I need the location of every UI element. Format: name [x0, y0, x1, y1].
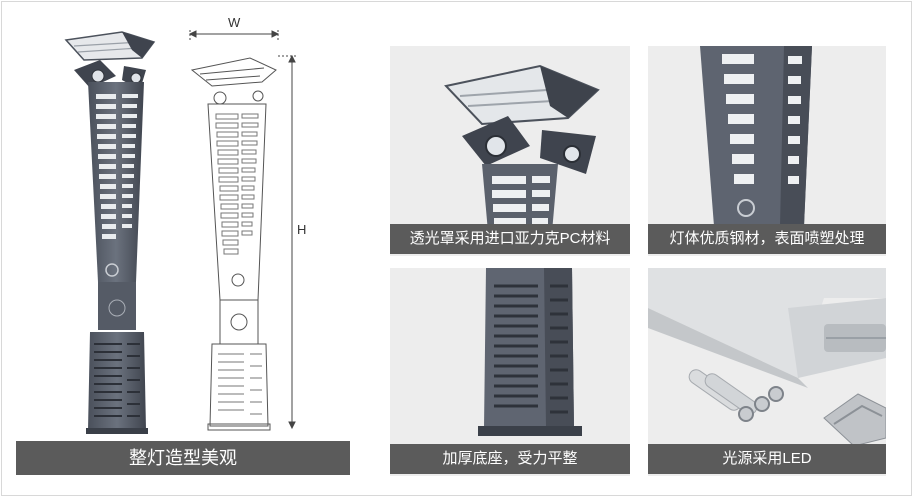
caption-led: 光源采用LED — [648, 444, 886, 474]
lamp-head-image — [444, 64, 600, 232]
main-product-area — [14, 10, 364, 438]
height-dimension — [278, 54, 296, 430]
width-label: W — [228, 15, 241, 30]
caption-body: 灯体优质钢材，表面喷塑处理 — [648, 224, 886, 254]
panel-shade — [390, 46, 630, 256]
width-dimension — [188, 30, 280, 42]
caption-main: 整灯造型美观 — [16, 441, 350, 475]
lamp-line-drawing — [190, 57, 277, 431]
lamp-base-image — [478, 268, 582, 436]
led-tube-image — [648, 268, 886, 447]
height-label: H — [297, 222, 307, 237]
lamp-photo — [64, 31, 156, 434]
panel-led — [648, 268, 886, 476]
panel-base — [390, 268, 630, 476]
caption-base: 加厚底座，受力平整 — [390, 444, 630, 474]
lamp-body-image — [700, 46, 812, 226]
panel-body — [648, 46, 886, 256]
caption-shade: 透光罩采用进口亚力克PC材料 — [390, 224, 630, 254]
